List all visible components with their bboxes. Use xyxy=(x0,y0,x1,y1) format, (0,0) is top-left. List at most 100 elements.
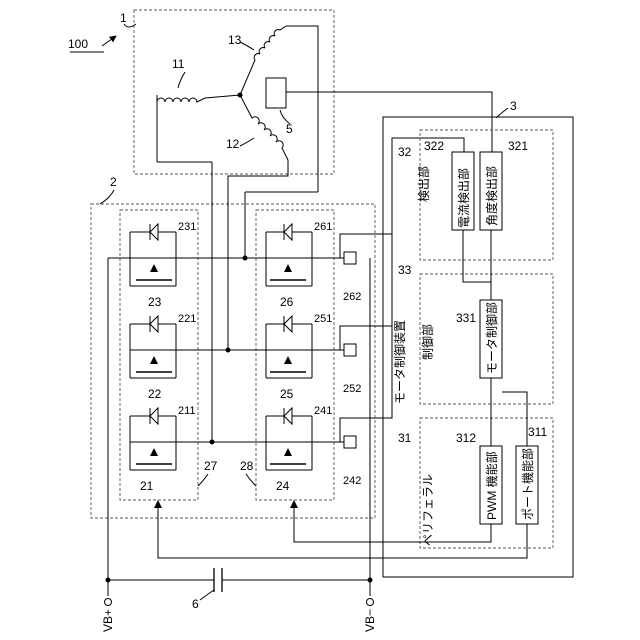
switch-22 xyxy=(130,316,176,378)
switch-26-arrow xyxy=(284,264,292,272)
switch-25-arrow xyxy=(284,356,292,364)
switch-24 xyxy=(266,408,312,470)
coil-12-leader xyxy=(240,138,254,146)
switch-21-label: 21 xyxy=(140,479,154,493)
capacitor-label: 6 xyxy=(192,597,199,611)
detection-ref-label: 32 xyxy=(398,145,412,159)
inverter-ref-label: 2 xyxy=(110,175,117,189)
switch-24-label: 24 xyxy=(276,479,290,493)
switch-22-arrow xyxy=(150,356,158,364)
figure-ref-label: 100 xyxy=(68,37,88,51)
diode-241-symbol xyxy=(284,408,292,424)
coil-11-leader xyxy=(178,72,185,88)
group-27-label: 27 xyxy=(204,459,218,473)
coil-11-winding xyxy=(157,95,240,102)
motor-ref-label: 1 xyxy=(120,11,127,25)
current-detection-label: 電流検出部 xyxy=(456,168,471,228)
diode-211-label: 211 xyxy=(178,405,196,417)
port-gate-line-upper xyxy=(158,506,527,558)
node-cap-right xyxy=(368,578,373,583)
coil-13-label: 13 xyxy=(228,33,242,47)
diode-251-label: 251 xyxy=(314,313,332,325)
port-function-ref: 311 xyxy=(528,425,547,439)
diode-221-symbol xyxy=(150,316,158,332)
pwm-function-label: PWM 機能部 xyxy=(484,451,499,520)
group-27-leader xyxy=(198,474,208,486)
control-to-port-line xyxy=(502,392,527,446)
switch-21 xyxy=(130,408,176,470)
diode-211-symbol xyxy=(150,408,158,424)
coil-12-label: 12 xyxy=(226,137,240,151)
pwm-function-ref: 312 xyxy=(456,431,476,445)
diode-241-label: 241 xyxy=(314,405,332,417)
diode-231-label: 231 xyxy=(178,221,196,233)
pwm-gate-arrow-lower xyxy=(290,500,298,508)
coil-13-lead xyxy=(286,26,318,192)
current-detection-ref: 322 xyxy=(424,139,444,153)
peripheral-label: ペリフェラル xyxy=(421,474,435,546)
switch-23-arrow xyxy=(150,264,158,272)
diode-251-symbol xyxy=(284,316,292,332)
angle-detection-ref: 321 xyxy=(508,139,528,153)
vb-plus-terminal xyxy=(105,599,112,606)
node-v xyxy=(226,348,231,353)
switch-23-label: 23 xyxy=(148,295,162,309)
motor-control-label: 制御部 xyxy=(420,324,435,360)
control-ref-label: 3 xyxy=(510,99,517,113)
control-device: 3 モータ制御装置 32 検出部 電流検出部 322 角度検出部 321 33 … xyxy=(383,99,573,577)
vb-minus-terminal xyxy=(367,599,374,606)
switch-22-label: 22 xyxy=(148,387,162,401)
switch-23 xyxy=(130,224,176,286)
switch-25-label: 25 xyxy=(280,387,294,401)
capacitor-leader xyxy=(200,590,214,600)
motor-control-device-label: モータ制御装置 xyxy=(392,320,407,404)
power-section: 6 VB+ VB− xyxy=(101,258,377,632)
port-gate-arrow-upper xyxy=(154,500,162,508)
inverter-block: 2 27 28 xyxy=(91,138,464,518)
motor-control-unit-ref: 331 xyxy=(456,311,476,325)
coil-11 xyxy=(157,95,240,102)
switch-25 xyxy=(266,316,312,378)
vb-minus-label: VB− xyxy=(363,609,377,632)
diode-221-label: 221 xyxy=(178,313,196,325)
angle-detection-label: 角度検出部 xyxy=(484,166,499,226)
current-to-control-line xyxy=(463,230,491,300)
diode-261-symbol xyxy=(284,224,292,240)
inverter-ref-leader xyxy=(100,190,114,204)
motor-control-unit-label: モータ制御部 xyxy=(484,302,499,374)
peripheral-ref-label: 31 xyxy=(398,431,412,445)
inverter-dashed-frame xyxy=(91,204,375,518)
current-sense-feeds xyxy=(340,234,392,442)
group-28-leader xyxy=(246,474,256,486)
figure-ref-arrow xyxy=(102,36,116,46)
shunt-262-label: 262 xyxy=(343,291,361,303)
group-28-frame xyxy=(256,210,334,500)
shunt-242 xyxy=(344,436,356,448)
shunt-242-label: 242 xyxy=(343,475,361,487)
shunt-252 xyxy=(344,344,356,356)
rotation-sensor xyxy=(266,78,286,108)
control-device-frame xyxy=(383,117,573,577)
port-function-label: ポート機能部 xyxy=(520,448,535,520)
motor-control-ref-label: 33 xyxy=(398,263,412,277)
shunt-252-label: 252 xyxy=(343,383,361,395)
coil-11-label: 11 xyxy=(172,57,185,71)
group-28-label: 28 xyxy=(240,459,254,473)
node-cap-left xyxy=(106,578,111,583)
sensor-signal-line xyxy=(286,92,492,152)
coil-12-lead xyxy=(228,160,288,196)
switch-26-label: 26 xyxy=(280,295,294,309)
switch-26 xyxy=(266,224,312,286)
pwm-gate-line-lower xyxy=(294,506,491,542)
detection-label: 検出部 xyxy=(416,166,431,202)
shunt-262 xyxy=(344,252,356,264)
switch-21-arrow xyxy=(150,448,158,456)
motor-block: 1 11 13 12 5 xyxy=(120,10,492,196)
node-w xyxy=(243,256,248,261)
coil-13-leader xyxy=(240,42,254,50)
vb-plus-label: VB+ xyxy=(101,609,115,632)
diode-261-label: 261 xyxy=(314,221,332,233)
node-u xyxy=(210,440,215,445)
switch-24-arrow xyxy=(284,448,292,456)
